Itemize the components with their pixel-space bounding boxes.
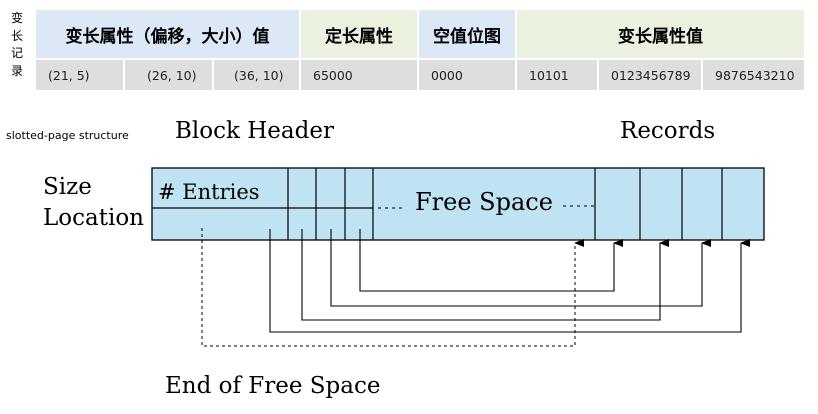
value-cell: 0123456789 <box>599 60 701 90</box>
header-null-bitmap: 空值位图 <box>419 10 515 58</box>
record-label-char: 变 <box>10 11 23 25</box>
size-label: Size <box>43 174 92 200</box>
slot-pointer <box>330 229 711 307</box>
records-label: Records <box>620 118 716 144</box>
slot-pointer <box>359 229 623 292</box>
value-cell: (21, 5) <box>36 60 123 90</box>
value-cell: (36, 10) <box>214 60 299 90</box>
record-label-char: 录 <box>10 63 23 78</box>
end-of-free-space-pointer <box>201 228 584 347</box>
diagram-caption: slotted-page structure <box>6 129 129 142</box>
block-header-label: Block Header <box>175 118 334 144</box>
record-label-char: 长 <box>10 28 23 43</box>
header-var-values: 变长属性值 <box>517 10 804 58</box>
page-block <box>151 167 765 241</box>
free-space-label: Free Space <box>415 188 553 216</box>
header-fixed-attrs: 定长属性 <box>301 10 417 58</box>
value-cell: 9876543210 <box>703 60 804 90</box>
record-label-char: 记 <box>10 46 23 60</box>
end-of-free-space-label: End of Free Space <box>165 373 381 399</box>
slot-pointer <box>269 229 750 333</box>
header-var-attrs: 变长属性（偏移，大小）值 <box>36 10 299 58</box>
entries-label: # Entries <box>158 180 260 204</box>
value-cell: 10101 <box>517 60 597 90</box>
value-cell: (26, 10) <box>125 60 212 90</box>
location-label: Location <box>43 205 144 231</box>
record-type-label: 变 长 记 录 <box>8 10 26 80</box>
value-cell: 65000 <box>301 60 417 90</box>
variable-length-record-table: 变长属性（偏移，大小）值 定长属性 空值位图 变长属性值 (21, 5) (26… <box>36 10 804 90</box>
slot-pointer <box>301 229 669 321</box>
value-cell: 0000 <box>419 60 515 90</box>
